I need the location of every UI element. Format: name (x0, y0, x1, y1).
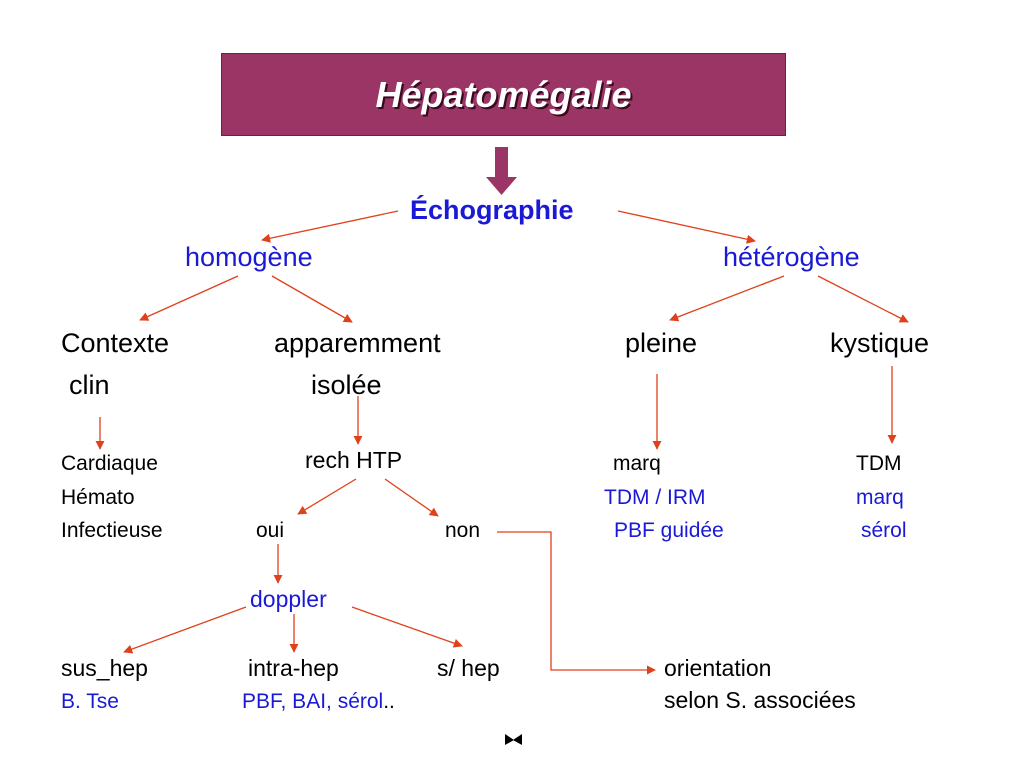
diagram-title: Hépatomégalie (375, 73, 632, 115)
node-heterogene: hétérogène (723, 242, 860, 272)
node-echographie: Échographie (410, 195, 574, 225)
node-pleine: pleine (625, 328, 698, 358)
node-contexte: Contexte (61, 328, 170, 358)
big-down-arrow-icon (486, 147, 517, 195)
small-bowtie-icon (505, 734, 522, 745)
arrow-non-orientation (497, 531, 656, 675)
arrow-homogene-apparemment (271, 275, 353, 323)
node-pbf-guidee: PBF guidée (614, 519, 724, 542)
arrow-htp-non (384, 478, 439, 517)
arrow-heterogene-kystique (817, 275, 909, 323)
arrow-doppler-sus-hep (123, 606, 247, 654)
node-tdm-irm: TDM / IRM (604, 486, 706, 509)
arrow-echo-heterogene (617, 210, 756, 244)
node-pbf-bai-text: PBF, BAI, sérol (242, 690, 384, 713)
arrow-doppler-s-hep (351, 606, 463, 648)
node-non: non (445, 519, 481, 542)
node-homogene: homogène (185, 242, 313, 272)
node-orientation: orientation (664, 655, 772, 681)
node-marq-pleine: marq (613, 452, 661, 475)
arrow-htp-oui (297, 478, 357, 515)
node-s-hep: s/ hep (437, 655, 500, 681)
node-cardiaque: Cardiaque (61, 452, 158, 475)
title-box: Hépatomégalie (221, 53, 786, 136)
node-clin: clin (69, 370, 110, 400)
node-b-tse: B. Tse (61, 690, 119, 713)
node-kystique: kystique (830, 328, 930, 358)
arrow-heterogene-pleine (669, 275, 785, 322)
node-tdm: TDM (856, 452, 902, 475)
node-infectieuse: Infectieuse (61, 519, 163, 542)
node-doppler: doppler (250, 586, 327, 612)
node-sus-hep: sus_hep (61, 655, 148, 681)
node-oui: oui (256, 519, 285, 542)
node-rech-htp: rech HTP (305, 447, 403, 473)
node-pbf-bai: PBF, BAI, sérol.. (242, 691, 395, 712)
arrow-homogene-contexte (139, 275, 239, 321)
node-pbf-bai-dots: .. (383, 690, 395, 713)
node-marq-kystique: marq (856, 486, 904, 509)
node-apparemment: apparemment (274, 328, 441, 358)
node-selon: selon S. associées (664, 687, 856, 713)
node-hemato: Hémato (61, 486, 135, 509)
arrow-echo-homogene (261, 210, 399, 243)
node-isolee: isolée (311, 370, 382, 400)
node-intra-hep: intra-hep (248, 655, 339, 681)
node-serol: sérol (861, 519, 907, 542)
